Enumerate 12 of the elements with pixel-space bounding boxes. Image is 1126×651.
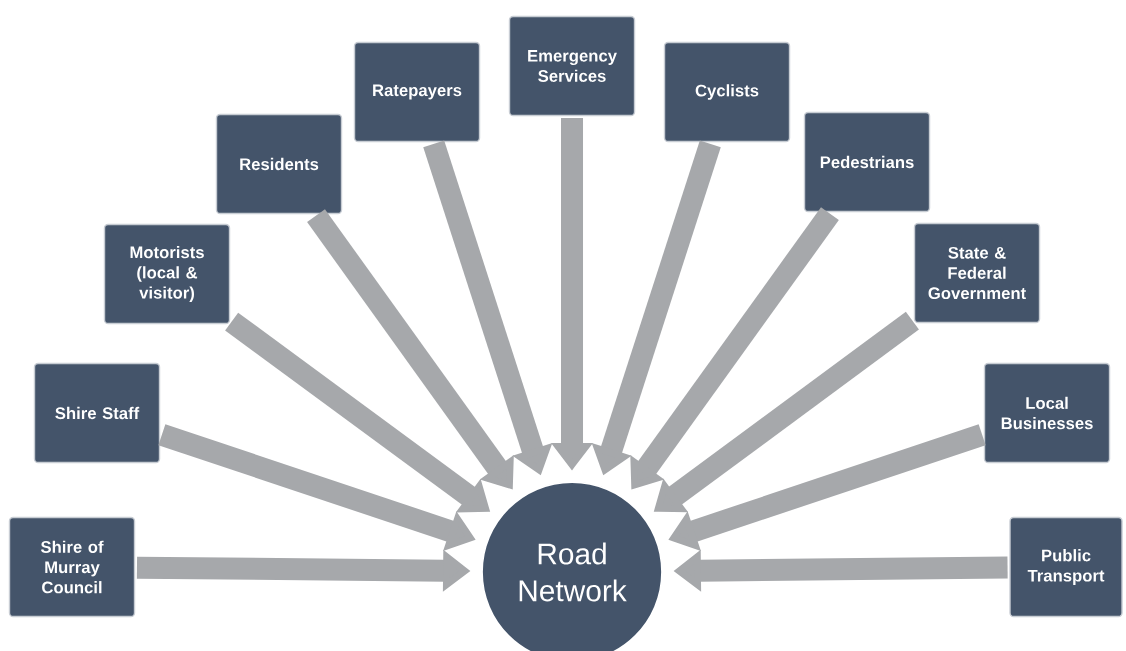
stakeholder-box: Emergency Services: [508, 15, 636, 117]
stakeholder-box: Shire of Murray Council: [8, 516, 136, 618]
stakeholder-box: Shire Staff: [33, 362, 161, 464]
stakeholder-box: Ratepayers: [353, 41, 481, 143]
stakeholder-box: State & Federal Government: [913, 222, 1041, 324]
stakeholder-box: Cyclists: [663, 41, 791, 143]
stakeholder-box: Local Businesses: [983, 362, 1111, 464]
stakeholder-box: Motorists (local & visitor): [103, 223, 231, 325]
stakeholder-box: Public Transport: [1009, 516, 1123, 618]
circle-node: Road Network: [481, 481, 663, 651]
stakeholder-box: Residents: [215, 113, 343, 215]
stakeholder-box: Pedestrians: [803, 111, 931, 213]
